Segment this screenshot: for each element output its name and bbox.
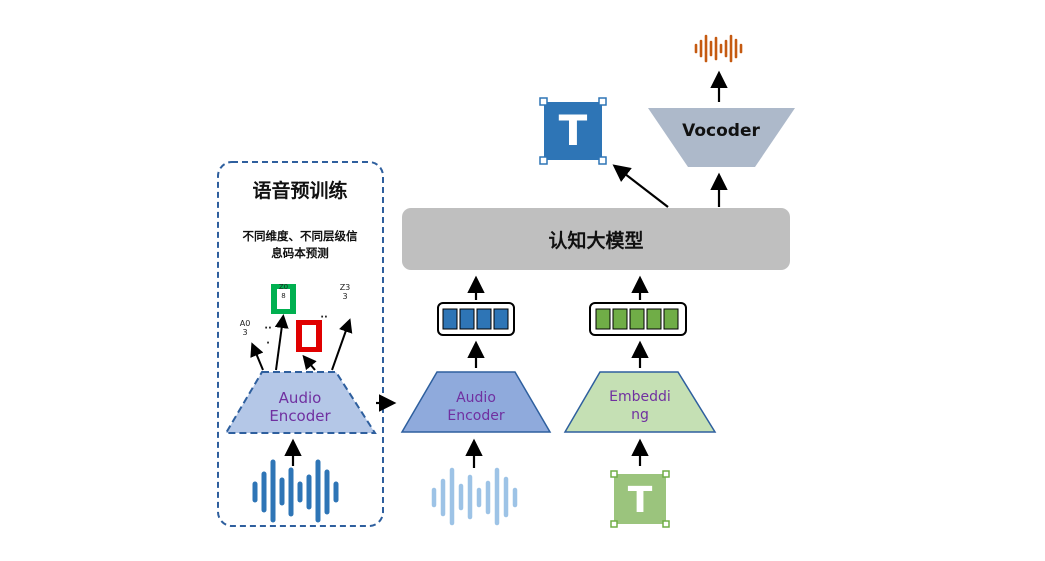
cognitive-llm-box: 认知大模型 [402, 208, 790, 270]
dots-left-2: · [266, 338, 270, 349]
audio-encoder-label-1: Audio [456, 390, 496, 406]
pretrain-title: 语音预训练 [252, 179, 347, 202]
text-token-sequence [589, 302, 687, 336]
code-label-z3-sub: 3 [342, 292, 347, 301]
code-icon: Z5 5 [296, 320, 322, 352]
text-token-icon: T [610, 470, 670, 528]
llm-label: 认知大模型 [548, 229, 643, 252]
vocoder-label: Vocoder [682, 121, 760, 141]
audio-encoder: Audio Encoder [400, 371, 552, 433]
arrow [612, 164, 669, 208]
pretrain-subtitle-line2: 息码本预测 [271, 246, 329, 260]
embedding-label-1: Embeddi [609, 389, 671, 405]
dots-left: ·· [264, 323, 272, 334]
code-label-a0-sub: 3 [242, 328, 247, 337]
pretrain-panel: 语音预训练 不同维度、不同层级信 息码本预测 A0 3 Z3 3 ·· · ··… [217, 161, 384, 527]
waveform-icon [252, 459, 339, 523]
audio-token-sequence [437, 302, 515, 336]
code-label-z0-sub: 8 [281, 292, 285, 300]
dots-right: ·· [320, 312, 328, 323]
pretrain-audio-encoder: Audio Encoder [224, 371, 377, 434]
arrow [274, 314, 289, 371]
vocoder-block: Vocoder [648, 108, 795, 167]
pretrain-encoder-label-1: Audio [279, 389, 322, 407]
arrow [250, 342, 264, 371]
text-token-icon: T [539, 97, 607, 165]
waveform-icon [694, 34, 743, 63]
pretrain-subtitle-line1: 不同维度、不同层级信 [243, 229, 358, 243]
output-text-glyph: T [559, 106, 588, 155]
code-label-z5: Z5 [304, 324, 313, 332]
waveform-icon [431, 467, 518, 526]
code-label-z0: Z0 [279, 283, 288, 291]
arrow [331, 318, 353, 371]
pretrain-encoder-label-2: Encoder [269, 407, 331, 425]
audio-encoder-label-2: Encoder [447, 408, 504, 424]
code-label-a0: A0 [240, 319, 251, 328]
embedding-block: Embeddi ng [563, 371, 717, 433]
arrow [302, 354, 317, 371]
embedding-label-2: ng [631, 407, 649, 423]
code-icon: Z0 8 [271, 283, 296, 314]
code-label-z5-sub: 5 [307, 333, 311, 341]
text-token-glyph: T [628, 480, 653, 521]
code-label-z3: Z3 [340, 283, 351, 292]
